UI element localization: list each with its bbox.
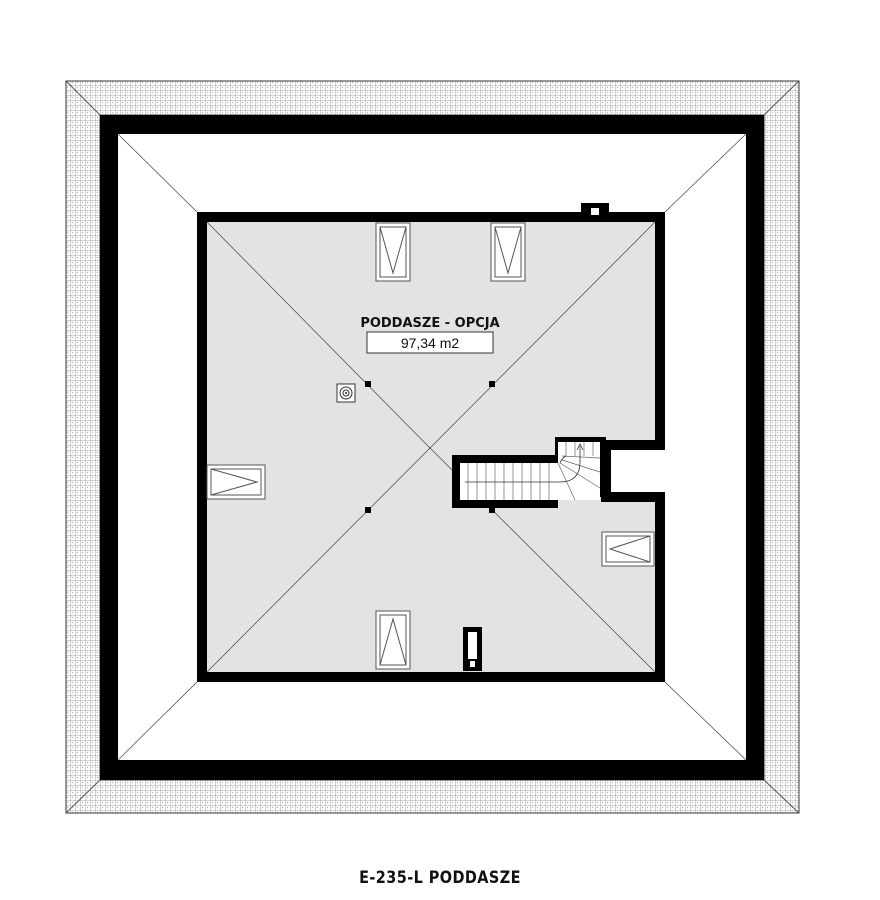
stair-icon [452,437,606,508]
roof-hip-lines [117,133,747,761]
room-name: PODDASZE - OPCJA [360,316,499,331]
structural-posts [365,381,495,513]
chimney-icon [581,203,609,217]
hatch-icon [463,627,482,671]
room-area-box [366,331,494,354]
room-area: 97,34 m2 [401,335,460,351]
vent-icon [336,383,356,403]
drawing-caption: E-235-L PODDASZE [359,868,521,888]
roof-window-icon [206,222,655,670]
